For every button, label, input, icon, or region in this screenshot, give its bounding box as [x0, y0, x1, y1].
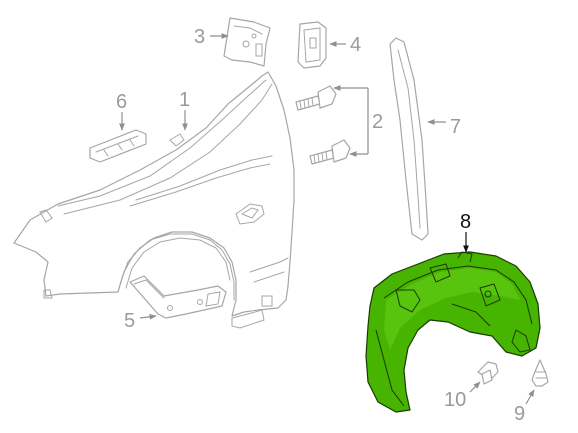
screw-part[interactable] [477, 361, 499, 385]
wheelhouse-liner-part[interactable] [365, 251, 541, 413]
leader-5 [139, 313, 157, 320]
callout-1: 1 [179, 89, 190, 111]
bolt-lower-part[interactable] [309, 139, 351, 165]
fender-molding-part[interactable] [389, 37, 429, 241]
callout-4: 4 [350, 34, 361, 56]
fender-part[interactable] [13, 71, 295, 329]
callout-2: 2 [372, 111, 383, 133]
callout-10: 10 [444, 389, 466, 411]
leader-9 [525, 389, 535, 405]
callout-6: 6 [116, 91, 127, 113]
leader-10 [469, 381, 481, 393]
callout-3: 3 [194, 26, 205, 48]
callout-9: 9 [514, 403, 525, 425]
mount-bracket-part[interactable] [297, 21, 327, 69]
callout-7: 7 [450, 116, 461, 138]
callout-8: 8 [460, 211, 471, 233]
molding-clip-part[interactable] [89, 129, 147, 163]
hinge-bracket-part[interactable] [223, 17, 271, 67]
push-clip-part[interactable] [531, 359, 549, 387]
support-bracket-part[interactable] [129, 275, 227, 319]
bolt-upper-part[interactable] [295, 85, 337, 111]
callout-5: 5 [124, 310, 135, 332]
